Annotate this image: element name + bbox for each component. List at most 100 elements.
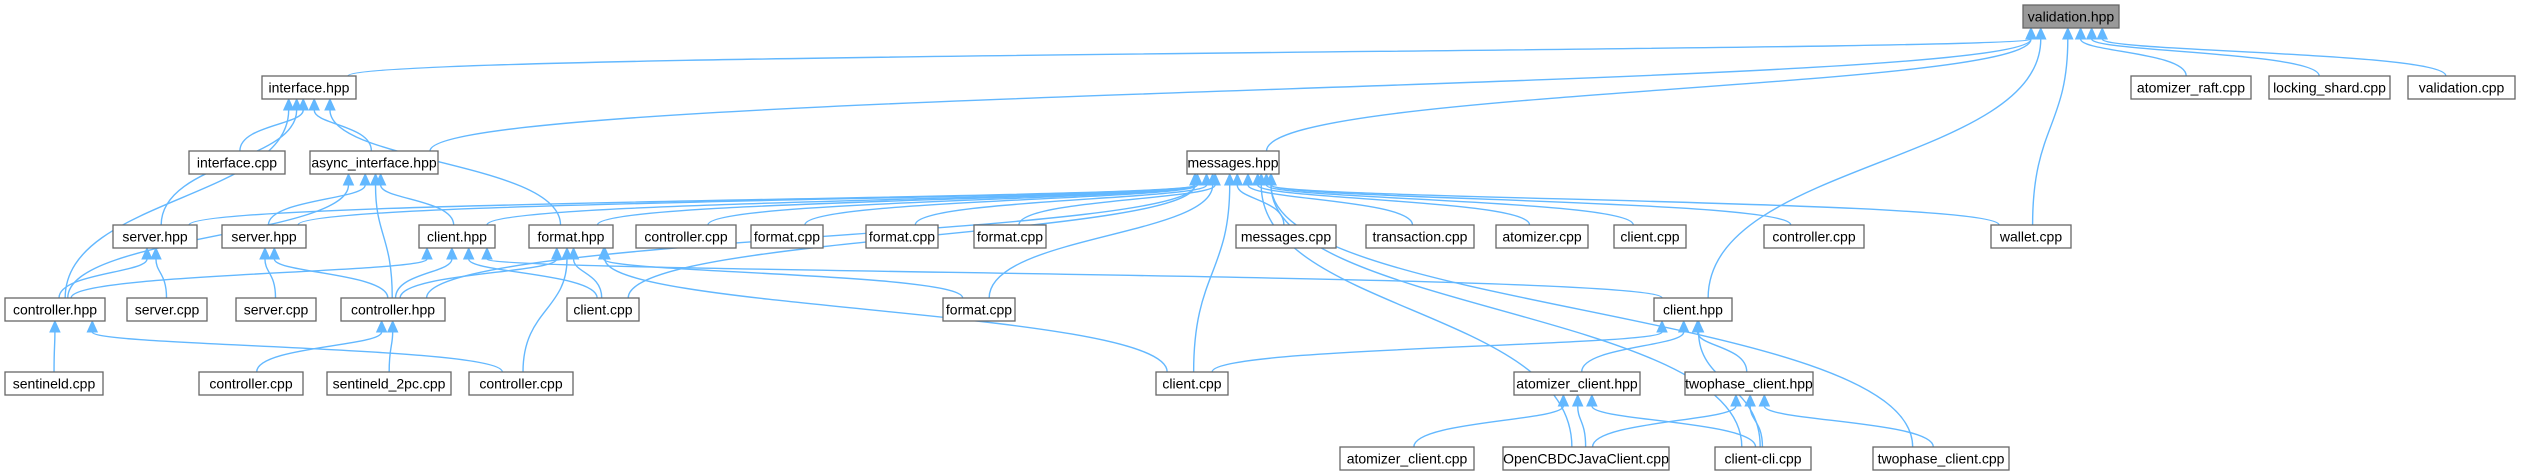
node-box bbox=[2268, 75, 2391, 100]
file-node[interactable]: controller.cpp bbox=[1763, 224, 1865, 249]
file-node[interactable]: atomizer_client.hpp bbox=[1513, 371, 1641, 396]
dependency-edge bbox=[1707, 26, 2047, 299]
arrowhead bbox=[290, 97, 303, 111]
node-label: atomizer.cpp bbox=[1502, 229, 1582, 245]
file-node[interactable]: server.cpp bbox=[235, 297, 317, 322]
arrowhead bbox=[462, 246, 475, 260]
dependency-edge bbox=[1586, 393, 1757, 448]
file-node[interactable]: wallet.cpp bbox=[1990, 224, 2072, 249]
dependency-edge bbox=[386, 319, 399, 373]
dependency-edge bbox=[268, 246, 389, 299]
dependency-edge bbox=[1758, 393, 1935, 448]
node-box bbox=[750, 224, 824, 249]
arrowhead bbox=[308, 97, 320, 111]
file-node[interactable]: OpenCBDCJavaClient.cpp bbox=[1502, 446, 1670, 471]
file-node[interactable]: client.hpp bbox=[418, 224, 496, 249]
arrowhead bbox=[386, 319, 399, 333]
dependency-edge bbox=[86, 319, 504, 373]
node-label: validation.hpp bbox=[2028, 9, 2115, 25]
file-node[interactable]: validation.cpp bbox=[2407, 75, 2516, 100]
arrowhead bbox=[421, 246, 433, 260]
file-node[interactable]: controller.hpp bbox=[340, 297, 446, 322]
file-node[interactable]: server.cpp bbox=[126, 297, 208, 322]
node-label: client.hpp bbox=[427, 229, 487, 245]
file-node[interactable]: messages.cpp bbox=[1235, 224, 1337, 249]
arrowhead bbox=[369, 172, 382, 186]
file-node[interactable]: client.cpp bbox=[566, 297, 640, 322]
dependency-edge bbox=[988, 172, 1219, 299]
file-node[interactable]: interface.hpp bbox=[261, 75, 357, 100]
dependency-edge bbox=[399, 246, 563, 299]
dependency-edge bbox=[1211, 319, 1668, 373]
file-node[interactable]: interface.cpp bbox=[188, 150, 286, 175]
file-node[interactable]: twophase_client.cpp bbox=[1872, 446, 2010, 471]
node-label: atomizer_client.hpp bbox=[1516, 376, 1638, 392]
file-node[interactable]: controller.hpp bbox=[4, 297, 106, 322]
graph-edges bbox=[49, 26, 2447, 448]
node-box bbox=[1653, 297, 1733, 322]
dependency-edge bbox=[481, 246, 1663, 299]
node-box bbox=[1186, 150, 1280, 175]
node-label: format.cpp bbox=[754, 229, 820, 245]
node-box bbox=[418, 224, 496, 249]
node-label: wallet.cpp bbox=[1999, 229, 2062, 245]
node-label: async_interface.hpp bbox=[311, 155, 437, 171]
file-node[interactable]: atomizer_client.cpp bbox=[1339, 446, 1475, 471]
file-node[interactable]: atomizer.cpp bbox=[1495, 224, 1589, 249]
dependency-edge bbox=[1413, 393, 1570, 448]
file-node[interactable]: controller.cpp bbox=[198, 371, 304, 396]
arrowhead bbox=[1677, 319, 1690, 333]
file-node[interactable]: async_interface.hpp bbox=[309, 150, 439, 175]
node-box bbox=[1365, 224, 1475, 249]
dependency-edge bbox=[1255, 172, 1573, 448]
file-node[interactable]: client-cli.cpp bbox=[1714, 446, 1812, 471]
arrowhead bbox=[86, 319, 99, 333]
dependency-edge bbox=[1580, 319, 1690, 373]
node-label: atomizer_client.cpp bbox=[1347, 451, 1468, 467]
file-node[interactable]: client.cpp bbox=[1155, 371, 1229, 396]
dependency-edge bbox=[58, 246, 153, 299]
file-node[interactable]: format.cpp bbox=[942, 297, 1016, 322]
node-label: server.hpp bbox=[122, 229, 188, 245]
dependency-edge bbox=[2085, 26, 2320, 77]
arrowhead bbox=[259, 246, 271, 260]
file-node[interactable]: client.cpp bbox=[1613, 224, 1687, 249]
node-box bbox=[1339, 446, 1475, 471]
arrowhead bbox=[1571, 393, 1584, 407]
file-node[interactable]: client.hpp bbox=[1653, 297, 1733, 322]
file-node[interactable]: server.hpp bbox=[112, 224, 198, 249]
node-label: twophase_client.cpp bbox=[1878, 451, 2005, 467]
file-node[interactable]: format.hpp bbox=[528, 224, 614, 249]
file-node[interactable]: controller.cpp bbox=[468, 371, 574, 396]
node-box bbox=[340, 297, 446, 322]
file-node[interactable]: format.cpp bbox=[973, 224, 1047, 249]
node-box bbox=[309, 150, 439, 175]
file-node[interactable]: format.cpp bbox=[750, 224, 824, 249]
dependency-edge bbox=[267, 172, 371, 226]
node-label: messages.cpp bbox=[1241, 229, 1331, 245]
file-node[interactable]: messages.hpp bbox=[1186, 150, 1280, 175]
arrowhead bbox=[1223, 172, 1236, 186]
node-label: format.hpp bbox=[538, 229, 605, 245]
arrowhead bbox=[2085, 26, 2098, 40]
root-file-node[interactable]: validation.hpp bbox=[2022, 4, 2120, 29]
node-label: server.hpp bbox=[231, 229, 297, 245]
node-box bbox=[2407, 75, 2516, 100]
file-node[interactable]: locking_shard.cpp bbox=[2268, 75, 2391, 100]
arrowhead bbox=[1692, 319, 1705, 333]
node-label: client.cpp bbox=[1620, 229, 1679, 245]
node-label: locking_shard.cpp bbox=[2273, 80, 2386, 96]
dependency-edge bbox=[462, 246, 598, 299]
file-node[interactable]: twophase_client.hpp bbox=[1684, 371, 1814, 396]
node-box bbox=[2130, 75, 2252, 100]
file-node[interactable]: sentineld.cpp bbox=[4, 371, 104, 396]
node-label: transaction.cpp bbox=[1373, 229, 1468, 245]
file-node[interactable]: sentineld_2pc.cpp bbox=[326, 371, 452, 396]
file-node[interactable]: atomizer_raft.cpp bbox=[2130, 75, 2252, 100]
arrowhead bbox=[2062, 26, 2074, 40]
file-node[interactable]: server.hpp bbox=[221, 224, 307, 249]
file-node[interactable]: format.cpp bbox=[865, 224, 939, 249]
arrowhead bbox=[481, 246, 493, 260]
file-node[interactable]: controller.cpp bbox=[635, 224, 737, 249]
file-node[interactable]: transaction.cpp bbox=[1365, 224, 1475, 249]
